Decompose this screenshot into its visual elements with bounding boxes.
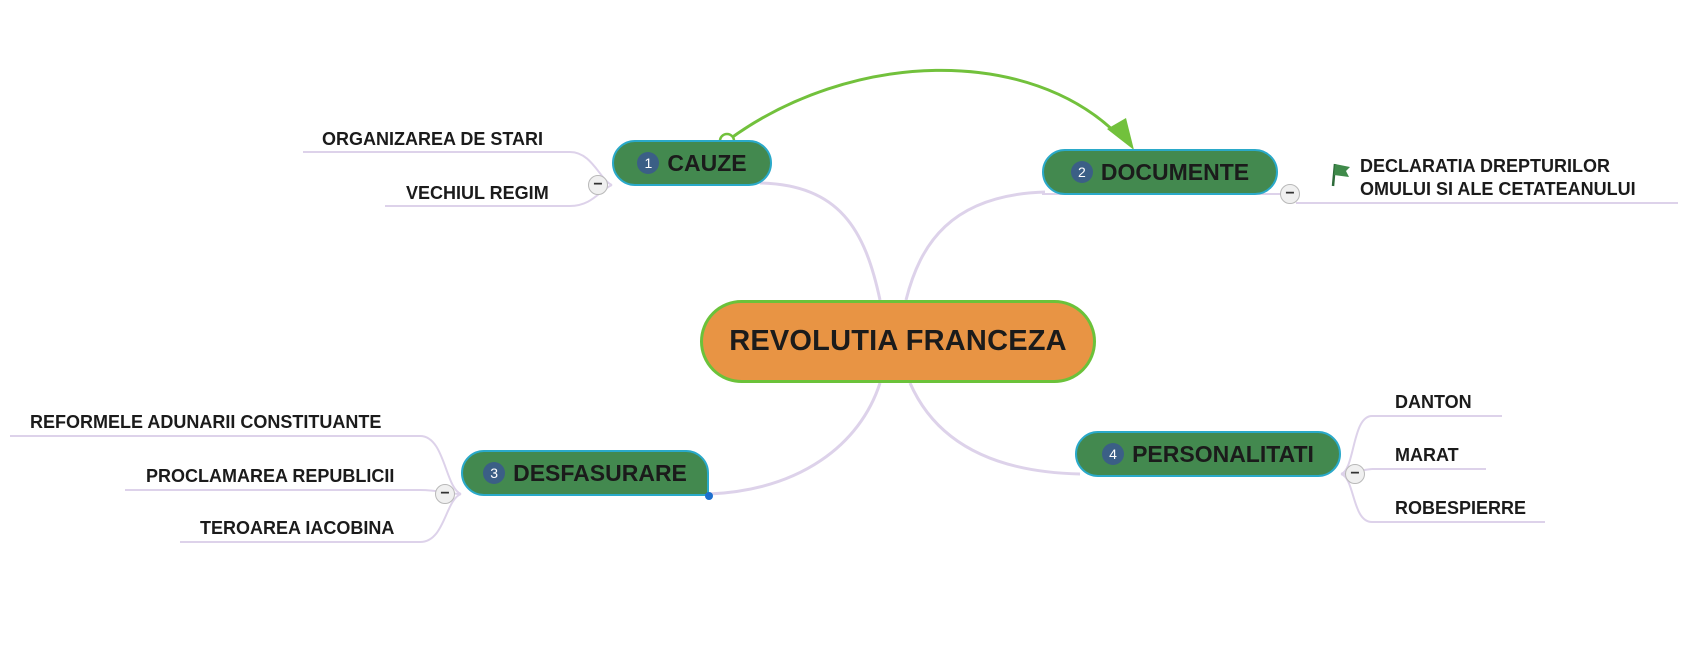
connector-desfasurare-reformele [419, 435, 462, 495]
connector-personalitati-robespierre [1340, 473, 1373, 523]
collapse-personalitati-button[interactable]: − [1345, 464, 1365, 484]
branch-personalitati[interactable]: 4 PERSONALITATI [1075, 431, 1341, 477]
central-topic[interactable]: REVOLUTIA FRANCEZA [700, 300, 1096, 383]
central-topic-label: REVOLUTIA FRANCEZA [729, 325, 1067, 357]
branch-documente[interactable]: 2 DOCUMENTE [1042, 149, 1278, 195]
subtopic-danton[interactable]: DANTON [1395, 392, 1472, 412]
branch-documente-label: DOCUMENTE [1100, 158, 1250, 185]
relationship-arrowhead [1107, 118, 1134, 150]
connector-central-desfasurare [708, 382, 882, 496]
subtopic-proclamarea-republicii[interactable]: PROCLAMAREA REPUBLICII [146, 466, 395, 486]
collapse-cauze-button[interactable]: − [588, 175, 608, 195]
collapse-documente-button[interactable]: − [1280, 184, 1300, 204]
connector-cauze-organizarea [569, 151, 613, 186]
subtopic-organizarea-de-stari[interactable]: ORGANIZAREA DE STARI [322, 129, 544, 149]
branch-desfasurare-label: DESFASURARE [513, 459, 687, 486]
number-badge-icon: 2 [1070, 161, 1093, 183]
subtopic-marat[interactable]: MARAT [1395, 445, 1459, 465]
subtopic-robespierre[interactable]: ROBESPIERRE [1395, 498, 1527, 518]
subtopic-teroarea-iacobina[interactable]: TEROAREA IACOBINA [200, 518, 395, 538]
number-badge-icon: 3 [483, 462, 506, 484]
number-badge-icon: 4 [1102, 443, 1125, 465]
branch-desfasurare[interactable]: 3 DESFASURARE [461, 450, 709, 496]
relationship-arrow [726, 68, 1122, 143]
connector-central-personalitati [908, 382, 1081, 476]
subtopic-declaratia-line-1[interactable]: DECLARATIA DREPTURILOR [1360, 156, 1610, 176]
connector-desfasurare-teroarea [419, 493, 462, 543]
subtopic-reformele-adunarii-constituante[interactable]: REFORMELE ADUNARII CONSTITUANTE [30, 412, 382, 432]
branch-personalitati-label: PERSONALITATI [1132, 440, 1314, 467]
connector-personalitati-danton [1340, 415, 1373, 475]
branch-cauze[interactable]: 1 CAUZE [612, 140, 772, 186]
number-badge-icon: 1 [637, 152, 660, 174]
branch-cauze-label: CAUZE [667, 149, 747, 176]
connector-central-cauze [759, 181, 882, 301]
subtopic-vechiul-regim[interactable]: VECHIUL REGIM [406, 183, 549, 203]
collapse-desfasurare-button[interactable]: − [435, 484, 455, 504]
flag-icon [1331, 163, 1350, 187]
connector-central-documente [904, 190, 1046, 301]
connector-cauze-vechiul [569, 184, 613, 207]
selection-handle[interactable] [705, 492, 713, 500]
subtopic-declaratia-line-2[interactable]: OMULUI SI ALE CETATEANULUI [1360, 179, 1636, 199]
